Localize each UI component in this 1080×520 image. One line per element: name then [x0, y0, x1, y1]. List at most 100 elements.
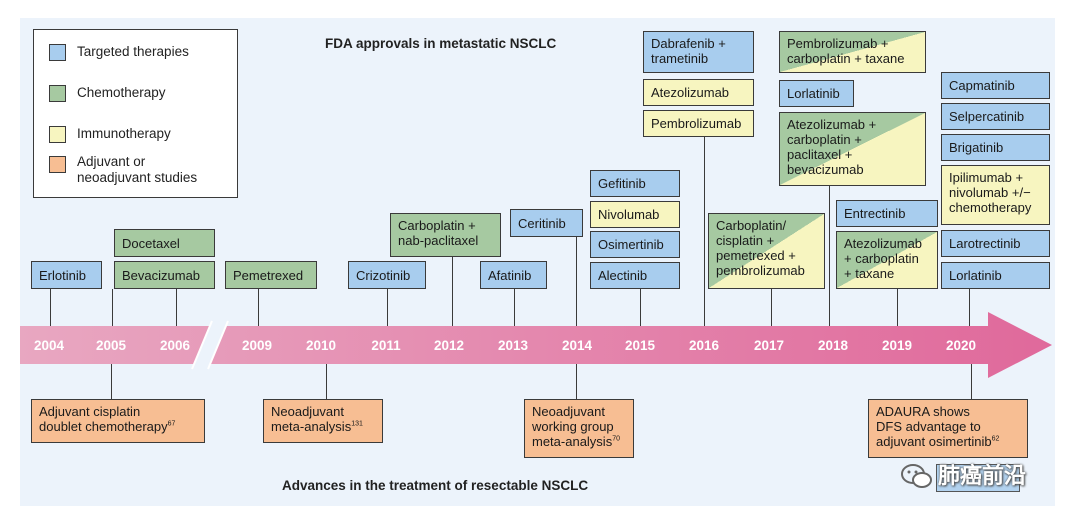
connector-2014 — [576, 237, 577, 326]
study-adjuvant-cisplatin-ref: 67 — [167, 420, 176, 428]
legend-label-immuno: Immunotherapy — [77, 126, 171, 141]
approval-combo-2020-line2: nivolumab +/− — [949, 185, 1031, 200]
connector-study-2014 — [576, 364, 577, 399]
study-neoadjuvant-working-group-line1: Neoadjuvant — [532, 404, 605, 419]
study-neoadjuvant-meta-analysis-ref: 131 — [351, 420, 363, 428]
study-neoadjuvant-meta-analysis: Neoadjuvant meta-analysis131 — [263, 399, 383, 443]
legend-swatch-immuno — [49, 126, 66, 143]
approval-brigatinib: Brigatinib — [941, 134, 1050, 161]
approval-ipilimumab-nivolumab-chemotherapy: Ipilimumab + nivolumab +/− chemotherapy — [941, 165, 1050, 225]
approval-carboplatin-cisplatin-pemetrexed-pembrolizumab: Carboplatin/ cisplatin + pemetrexed + pe… — [708, 213, 825, 289]
year-label-2006: 2006 — [159, 338, 191, 353]
connector-2020 — [969, 289, 970, 326]
year-label-2011: 2011 — [371, 338, 401, 353]
approval-combo-2018-line1: Atezolizumab + — [787, 117, 877, 132]
study-adaura-line2: DFS advantage to — [876, 419, 981, 434]
approval-combo-2019-line2: + carboplatin — [844, 251, 919, 266]
approval-dabrafenib-trametinib: Dabrafenib + trametinib — [643, 31, 754, 73]
timeline-break-gap — [192, 323, 228, 367]
approval-dabrafenib-trametinib-line2: trametinib — [651, 51, 709, 66]
approval-combo-2017-line2: cisplatin + — [716, 233, 775, 248]
connector-study-2020 — [971, 364, 972, 399]
legend-swatch-targeted — [49, 44, 66, 61]
connector-2018 — [829, 186, 830, 326]
approval-carboplatin-nab-paclitaxel: Carboplatin + nab-paclitaxel — [390, 213, 501, 257]
approval-carboplatin-nab-paclitaxel-line1: Carboplatin + — [398, 218, 476, 233]
approval-lorlatinib-2020: Lorlatinib — [941, 262, 1050, 289]
wechat-icon — [901, 464, 932, 488]
connector-2009 — [258, 289, 259, 326]
approval-combo-2020-line3: chemotherapy — [949, 200, 1032, 215]
year-label-2014: 2014 — [561, 338, 593, 353]
approval-crizotinib: Crizotinib — [348, 261, 426, 289]
top-title: FDA approvals in metastatic NSCLC — [325, 36, 557, 51]
approval-gefitinib: Gefitinib — [590, 170, 680, 197]
approval-combo-2018-line3: paclitaxel + — [787, 147, 853, 162]
legend: Targeted therapies Chemotherapy Immunoth… — [33, 29, 238, 198]
legend-label-adjuvant-line2: neoadjuvant studies — [77, 170, 198, 185]
watermark-backing — [936, 464, 1020, 492]
approval-combo-2017-line3: pemetrexed + — [716, 248, 796, 263]
approval-atezolizumab-2016: Atezolizumab — [643, 79, 754, 106]
approval-osimertinib: Osimertinib — [590, 231, 680, 258]
approval-bevacizumab: Bevacizumab — [114, 261, 215, 289]
year-label-2017: 2017 — [753, 338, 785, 353]
approval-entrectinib: Entrectinib — [836, 200, 938, 227]
approval-ceritinib: Ceritinib — [510, 209, 583, 237]
approval-carboplatin-nab-paclitaxel-line2: nab-paclitaxel — [398, 233, 479, 248]
study-neoadjuvant-working-group-line2: working group — [532, 419, 614, 434]
study-adaura-line3: adjuvant osimertinib — [876, 434, 992, 449]
year-label-2019: 2019 — [881, 338, 913, 353]
approval-erlotinib: Erlotinib — [31, 261, 102, 289]
study-neoadjuvant-meta-analysis-line2: meta-analysis — [271, 419, 352, 434]
timeline-break-slash-right — [207, 320, 229, 370]
approval-larotrectinib: Larotrectinib — [941, 230, 1050, 257]
approval-pembrolizumab-carboplatin-taxane-line2: carboplatin + taxane — [787, 51, 905, 66]
connector-2006 — [176, 289, 177, 326]
year-label-2005: 2005 — [95, 338, 127, 353]
approval-pembrolizumab-2016: Pembrolizumab — [643, 110, 754, 137]
connector-2005 — [112, 289, 113, 326]
approval-combo-2017-line4: pembrolizumab — [716, 263, 805, 278]
approval-pemetrexed: Pemetrexed — [225, 261, 317, 289]
connector-2019 — [897, 289, 898, 326]
connector-2004 — [50, 289, 51, 326]
study-adaura-line1: ADAURA shows — [876, 404, 970, 419]
study-neoadjuvant-working-group-ref: 70 — [612, 435, 620, 443]
watermark-text: 肺癌前沿 — [938, 464, 1027, 489]
year-label-2016: 2016 — [688, 338, 720, 353]
year-label-2009: 2009 — [241, 338, 273, 353]
connector-2017 — [771, 289, 772, 326]
approval-combo-2019-line3: + taxane — [844, 266, 895, 281]
year-label-2010: 2010 — [305, 338, 337, 353]
approval-atezolizumab-carboplatin-taxane: Atezolizumab + carboplatin + taxane — [836, 231, 938, 289]
study-adjuvant-cisplatin-line2: doublet chemotherapy — [39, 419, 168, 434]
year-label-2012: 2012 — [433, 338, 465, 353]
year-label-2015: 2015 — [624, 338, 656, 353]
approval-combo-2018-line4: bevacizumab — [787, 162, 864, 177]
connector-study-2005 — [111, 364, 112, 399]
study-neoadjuvant-working-group: Neoadjuvant working group meta-analysis7… — [524, 399, 634, 458]
connector-study-2010 — [326, 364, 327, 399]
connector-2013 — [514, 289, 515, 326]
connector-2011 — [387, 289, 388, 326]
legend-label-adjuvant-line1: Adjuvant or — [77, 154, 146, 169]
legend-swatch-chemo — [49, 85, 66, 102]
timeline-break-slash-left — [191, 320, 213, 370]
study-neoadjuvant-meta-analysis-line1: Neoadjuvant — [271, 404, 344, 419]
approval-pembrolizumab-carboplatin-taxane-line1: Pembrolizumab + — [787, 36, 889, 51]
approval-docetaxel: Docetaxel — [114, 229, 215, 257]
timeline-arrow-body — [20, 312, 1052, 378]
approval-lorlatinib-2018: Lorlatinib — [779, 80, 854, 107]
legend-swatch-adjuvant — [49, 156, 66, 173]
legend-label-targeted: Targeted therapies — [77, 44, 189, 59]
approval-atezolizumab-carboplatin-paclitaxel-bevacizumab: Atezolizumab + carboplatin + paclitaxel … — [779, 112, 926, 186]
approval-afatinib: Afatinib — [480, 261, 547, 289]
approval-combo-2019-line1: Atezolizumab — [844, 236, 923, 251]
year-label-2018: 2018 — [817, 338, 849, 353]
approval-alectinib: Alectinib — [590, 262, 680, 289]
approval-nivolumab: Nivolumab — [590, 201, 680, 228]
watermark: 肺癌前沿 — [896, 458, 1046, 492]
